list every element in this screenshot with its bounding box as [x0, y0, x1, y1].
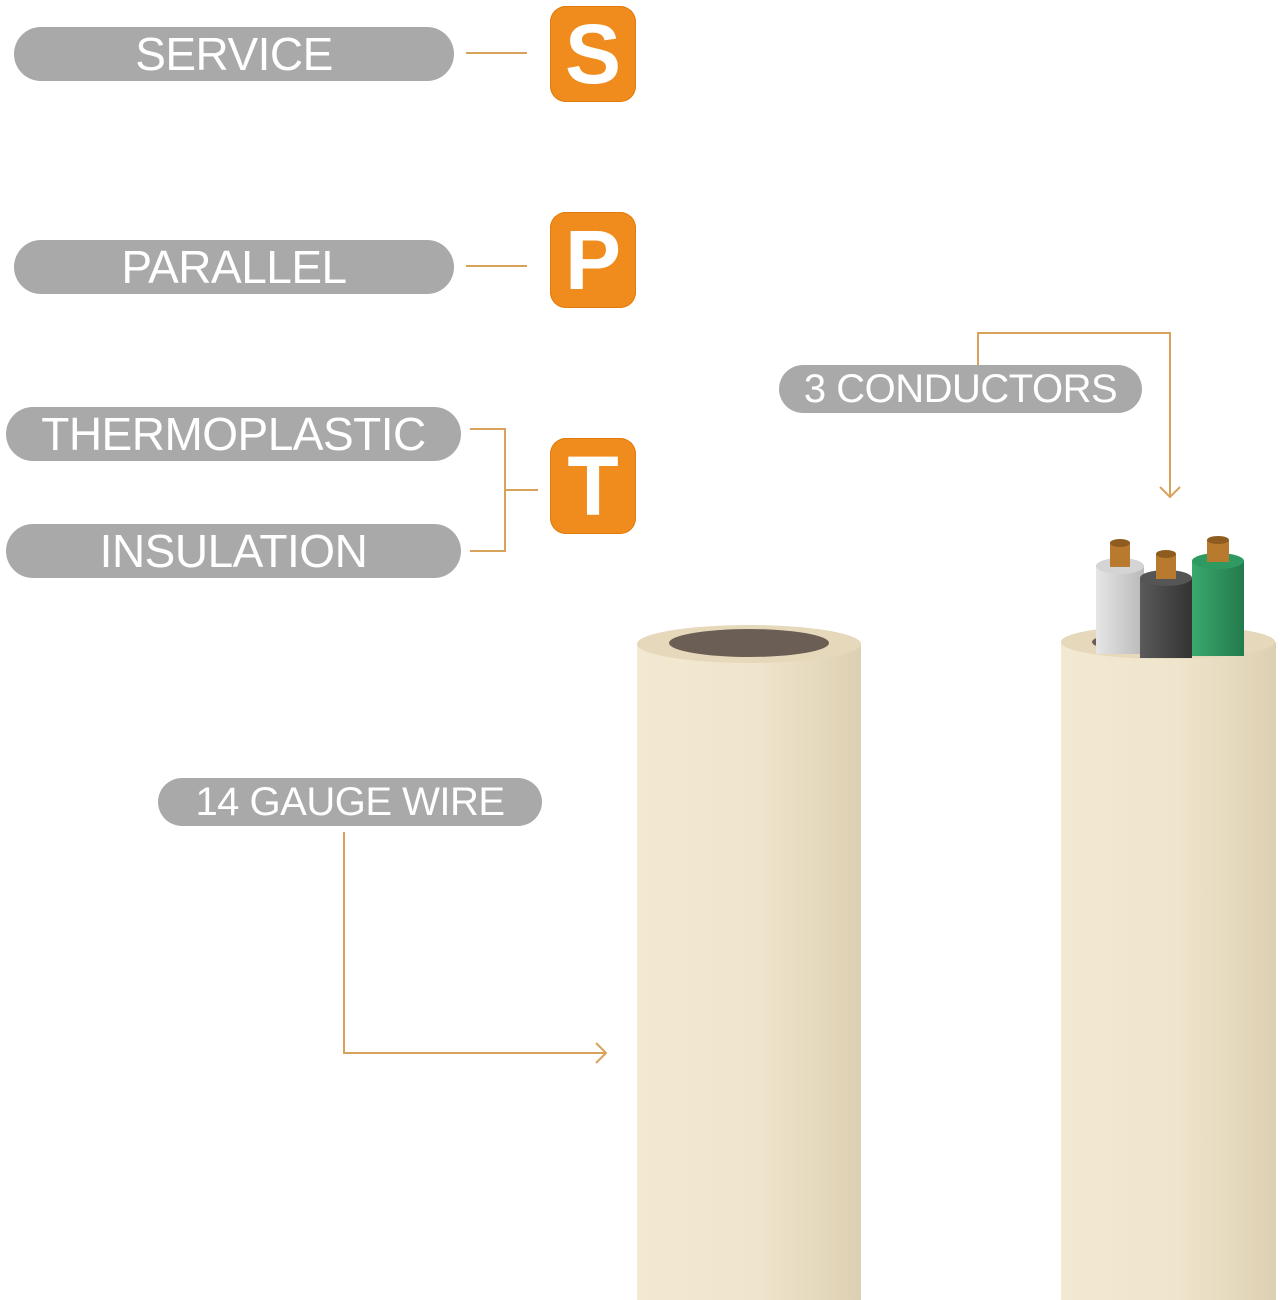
letter-s-badge: S	[550, 6, 636, 102]
white-conductor	[1096, 539, 1144, 654]
t-bracket-line	[470, 428, 538, 552]
thermoplastic-label: THERMOPLASTIC	[6, 407, 461, 461]
parallel-label: PARALLEL	[14, 240, 454, 294]
cable-hollow-icon	[637, 625, 861, 1300]
green-conductor	[1192, 536, 1244, 656]
letter-t-badge: T	[550, 438, 636, 534]
service-label: SERVICE	[14, 27, 454, 81]
conductors-arrow	[977, 332, 1181, 499]
conductors-label: 3 CONDUCTORS	[779, 365, 1142, 413]
gauge-label: 14 GAUGE WIRE	[158, 778, 542, 826]
black-conductor	[1140, 550, 1192, 658]
insulation-label: INSULATION	[6, 524, 461, 578]
cable-three-conductor-icon	[1061, 536, 1276, 1300]
gauge-arrow	[343, 832, 608, 1064]
letter-p-badge: P	[550, 212, 636, 308]
